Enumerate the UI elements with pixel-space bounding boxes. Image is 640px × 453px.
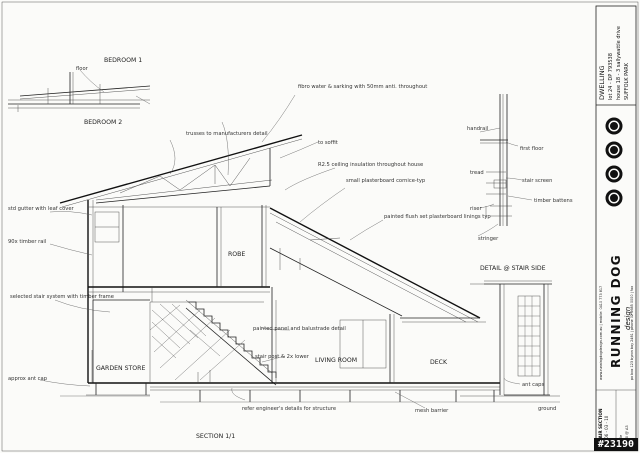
note-fibro: fibro water & sarking with 50mm anti. th… bbox=[298, 84, 427, 90]
tb-firm: RUNNING DOG bbox=[609, 254, 623, 368]
title-block: DWELLING lot 24 - DP 793538 house 18 - 3… bbox=[595, 5, 637, 447]
main-section bbox=[59, 134, 560, 403]
label-garden-store: GARDEN STORE bbox=[96, 365, 145, 372]
note-tread: tread bbox=[470, 170, 484, 176]
tb-firm-sub: design bbox=[624, 307, 632, 330]
watermark-badge: #23190 bbox=[593, 438, 638, 451]
tb-lot: lot 24 - DP 793538 bbox=[608, 53, 614, 100]
label-living-room: LIVING ROOM bbox=[315, 357, 357, 364]
note-stringer: stringer bbox=[478, 236, 499, 242]
note-r25: R2.5 ceiling insulation throughout house bbox=[318, 162, 423, 168]
eave-detail bbox=[8, 72, 151, 112]
tb-drawing-no: 2006 - 03 - 10 bbox=[604, 415, 609, 444]
note-stair-balustrade: painted panel and balustrade detail bbox=[253, 326, 346, 332]
note-first-floor: first floor bbox=[520, 146, 544, 152]
note-riser: riser bbox=[470, 206, 482, 212]
label-detail: DETAIL @ STAIR SIDE bbox=[480, 264, 546, 272]
note-selected-stair: selected stair system with timber frame bbox=[10, 294, 114, 300]
note-std-gutter: std gutter with leaf cover bbox=[8, 206, 75, 212]
label-deck: DECK bbox=[430, 359, 448, 366]
leader-lines bbox=[39, 69, 533, 409]
lower-roof bbox=[269, 207, 481, 319]
note-floor: floor bbox=[76, 66, 89, 72]
note-to-soffit: to soffit bbox=[318, 140, 338, 146]
stair bbox=[149, 299, 277, 386]
note-ant-caps-right: ant caps bbox=[522, 382, 544, 388]
label-bedroom1: BEDROOM 1 bbox=[104, 57, 142, 64]
note-stair-post: stair post & 2x lower bbox=[255, 354, 310, 360]
stair-side-detail bbox=[480, 94, 512, 226]
note-mesh-barrier: mesh barrier bbox=[415, 408, 449, 414]
tb-drawing-name: STAIR SECTION bbox=[598, 408, 603, 444]
annotations: BEDROOM 1 BEDROOM 2 floor trusses to man… bbox=[8, 57, 573, 440]
note-ant-cap: approx ant cap bbox=[8, 376, 48, 382]
drawing-title: SECTION 1/1 bbox=[196, 433, 235, 440]
spiral-logo bbox=[605, 117, 623, 207]
note-trusses: trusses to manufacturers detail bbox=[186, 131, 268, 137]
tb-contact: www.runningdogdesign.com.au | mobile: 04… bbox=[599, 286, 603, 380]
label-robe: ROBE bbox=[228, 251, 245, 258]
upper-roof bbox=[59, 134, 303, 204]
note-ground: ground bbox=[538, 406, 556, 412]
note-refer: refer engineer's details for structure bbox=[242, 406, 336, 412]
tb-address-line: po box 123 byron bay 2481 | phone 02 668… bbox=[630, 286, 634, 380]
note-timber-rail: 90x timber rail bbox=[8, 239, 46, 245]
note-painted: painted flush set plasterboard linings t… bbox=[384, 214, 491, 220]
tb-scale: 1:50 @ A3 bbox=[625, 425, 629, 444]
note-stair-screen: stair screen bbox=[522, 178, 552, 184]
note-handrail: handrail bbox=[467, 126, 488, 132]
note-timber-battens: timber battens bbox=[534, 198, 573, 204]
label-bedroom2: BEDROOM 2 bbox=[84, 119, 122, 126]
tb-project: DWELLING bbox=[598, 65, 606, 100]
note-small-plaster: small plasterboard cornice-typ bbox=[346, 178, 426, 184]
tb-address: house 18 - 3 sallywattle drive bbox=[616, 26, 622, 100]
tb-suburb: SUFFOLK PARK bbox=[624, 62, 630, 100]
